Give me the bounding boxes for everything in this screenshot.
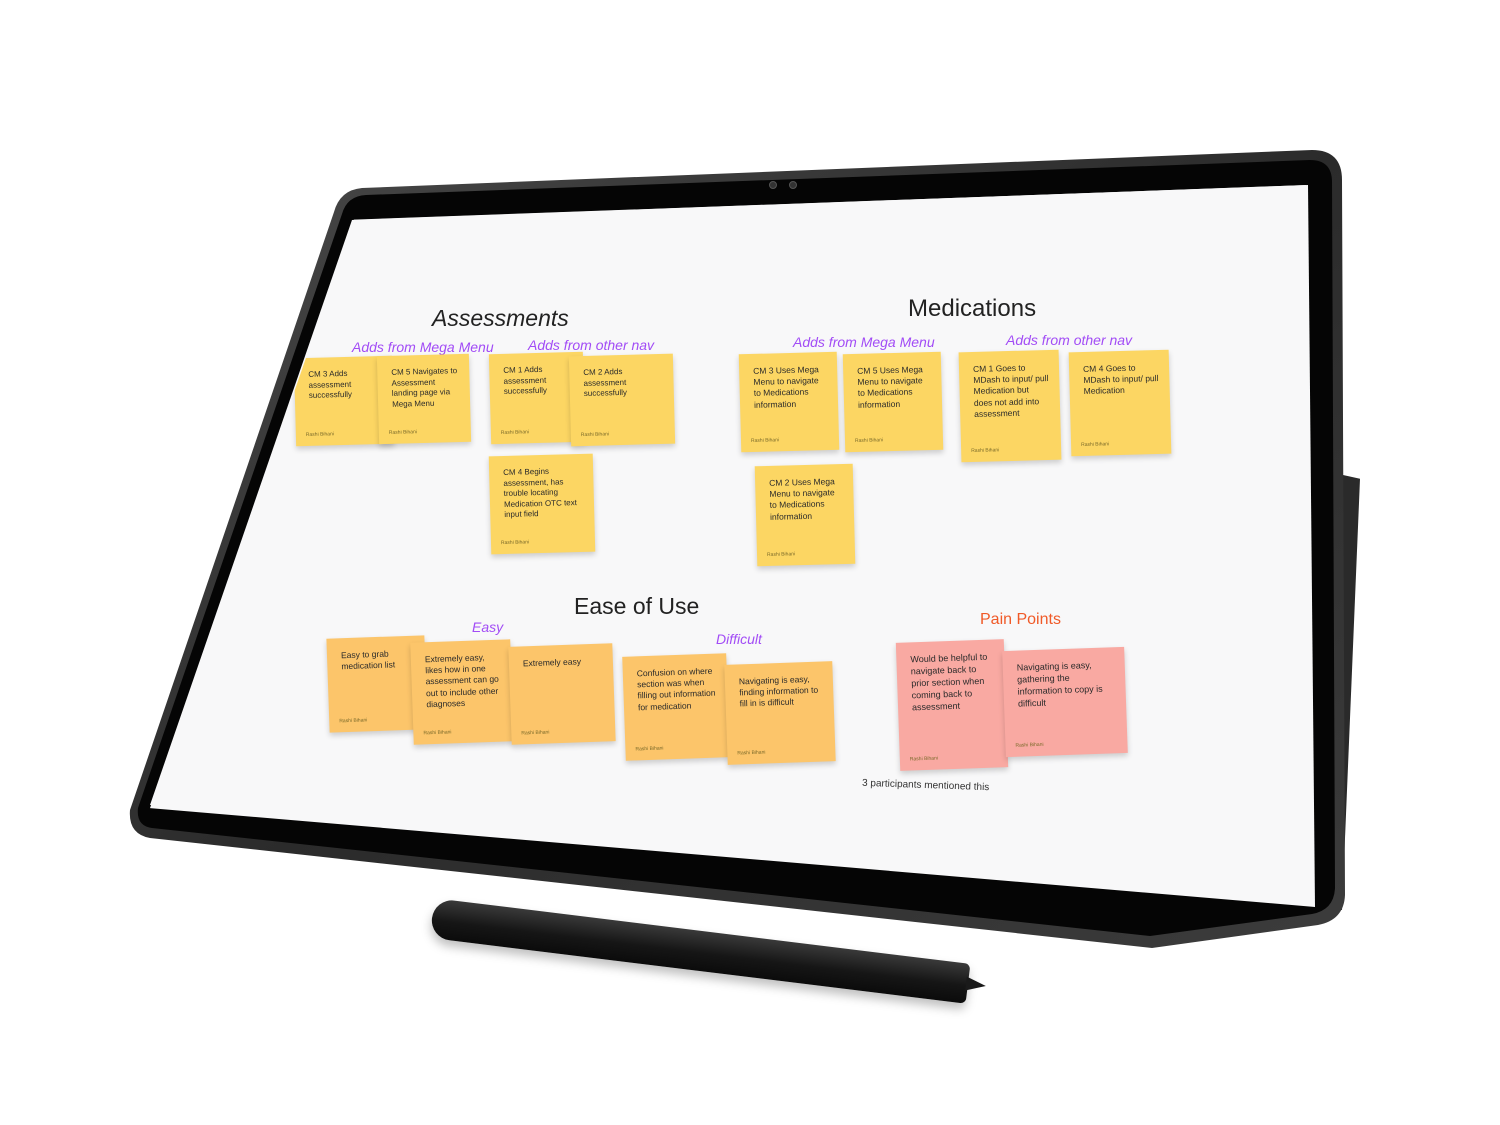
medications-title: Medications: [908, 295, 1037, 322]
note-text: CM 3 Uses Mega Menu to navigate to Medic…: [753, 364, 819, 410]
note-text: CM 4 Goes to MDash to input/ pull Medica…: [1082, 362, 1159, 397]
medication-note-2[interactable]: CM 5 Uses Mega Menu to navigate to Medic…: [842, 351, 944, 453]
note-author: Rashi Bihani: [305, 431, 335, 439]
medication-note-4[interactable]: CM 4 Goes to MDash to input/ pull Medica…: [1068, 349, 1172, 457]
assessment-note-2[interactable]: CM 5 Navigates to Assessment landing pag…: [376, 353, 472, 445]
pain-note-1[interactable]: Would be helpful to navigate back to pri…: [895, 639, 1009, 771]
assessments-sub-mega: Adds from Mega Menu: [352, 339, 494, 355]
medication-note-1[interactable]: CM 3 Uses Mega Menu to navigate to Medic…: [738, 351, 840, 453]
whiteboard-screen: Assessments Adds from Mega Menu Adds fro…: [150, 185, 1315, 907]
note-text: CM 2 Uses Mega Menu to navigate to Medic…: [769, 476, 835, 522]
note-author: Rashi Bihani: [580, 431, 610, 439]
stylus-tip: [965, 976, 987, 993]
assessments-title: Assessments: [432, 305, 569, 331]
note-text: Would be helpful to navigate back to pri…: [910, 651, 988, 712]
pain-caption: 3 participants mentioned this: [861, 777, 990, 794]
ease-title: Ease of Use: [574, 593, 700, 619]
note-author: Rashi Bihani: [423, 729, 452, 737]
note-author: Rashi Bihani: [909, 755, 939, 763]
ease-note-5[interactable]: Navigating is easy, finding information …: [724, 661, 836, 765]
ease-note-2[interactable]: Extremely easy, likes how in one assessm…: [410, 639, 514, 745]
note-author: Rashi Bihani: [339, 717, 368, 725]
ease-note-4[interactable]: Confusion on where section was when fill…: [622, 653, 730, 761]
note-text: CM 2 Adds assessment successfully: [583, 366, 628, 399]
medication-note-3[interactable]: CM 1 Goes to MDash to input/ pull Medica…: [958, 349, 1062, 463]
medications-sub-other: Adds from other nav: [1006, 332, 1133, 348]
note-author: Rashi Bihani: [388, 429, 418, 437]
note-author: Rashi Bihani: [737, 749, 766, 757]
note-text: CM 5 Uses Mega Menu to navigate to Medic…: [857, 364, 923, 410]
note-text: Navigating is easy, gathering the inform…: [1016, 660, 1103, 709]
note-author: Rashi Bihani: [854, 437, 884, 445]
note-author: Rashi Bihani: [1015, 742, 1044, 750]
note-text: CM 1 Goes to MDash to input/ pull Medica…: [972, 362, 1049, 419]
camera-icon: [769, 181, 777, 189]
whiteboard-canvas: Assessments Adds from Mega Menu Adds fro…: [150, 185, 1315, 907]
note-text: Easy to grab medication list: [340, 648, 396, 672]
note-text: Extremely easy, likes how in one assessm…: [424, 652, 499, 710]
note-author: Rashi Bihani: [500, 429, 530, 437]
note-text: Navigating is easy, finding information …: [738, 673, 819, 709]
note-text: CM 4 Begins assessment, has trouble loca…: [503, 466, 578, 520]
ease-sub-easy: Easy: [472, 619, 504, 635]
note-text: Confusion on where section was when fill…: [636, 665, 716, 712]
assessment-note-5[interactable]: CM 4 Begins assessment, has trouble loca…: [488, 453, 596, 555]
note-text: CM 3 Adds assessment successfully: [308, 368, 353, 401]
assessment-note-4[interactable]: CM 2 Adds assessment successfully Rashi …: [568, 353, 676, 447]
note-author: Rashi Bihani: [635, 745, 664, 753]
medication-note-5[interactable]: CM 2 Uses Mega Menu to navigate to Medic…: [754, 463, 856, 567]
note-author: Rashi Bihani: [500, 539, 530, 547]
note-text: CM 1 Adds assessment successfully: [503, 364, 548, 396]
ease-note-3[interactable]: Extremely easy Rashi Bihani: [508, 643, 616, 745]
medications-sub-mega: Adds from Mega Menu: [793, 334, 935, 350]
note-author: Rashi Bihani: [766, 551, 796, 559]
pain-note-2[interactable]: Navigating is easy, gathering the inform…: [1002, 646, 1128, 758]
note-text: Extremely easy: [522, 656, 582, 669]
pain-title: Pain Points: [980, 611, 1061, 628]
note-author: Rashi Bihani: [521, 729, 550, 737]
sensor-icon: [789, 181, 797, 189]
note-author: Rashi Bihani: [1081, 441, 1110, 449]
note-author: Rashi Bihani: [971, 447, 1000, 455]
assessments-sub-other: Adds from other nav: [528, 337, 655, 353]
ease-sub-difficult: Difficult: [716, 631, 762, 647]
note-author: Rashi Bihani: [750, 437, 780, 445]
note-text: CM 5 Navigates to Assessment landing pag…: [391, 366, 458, 409]
